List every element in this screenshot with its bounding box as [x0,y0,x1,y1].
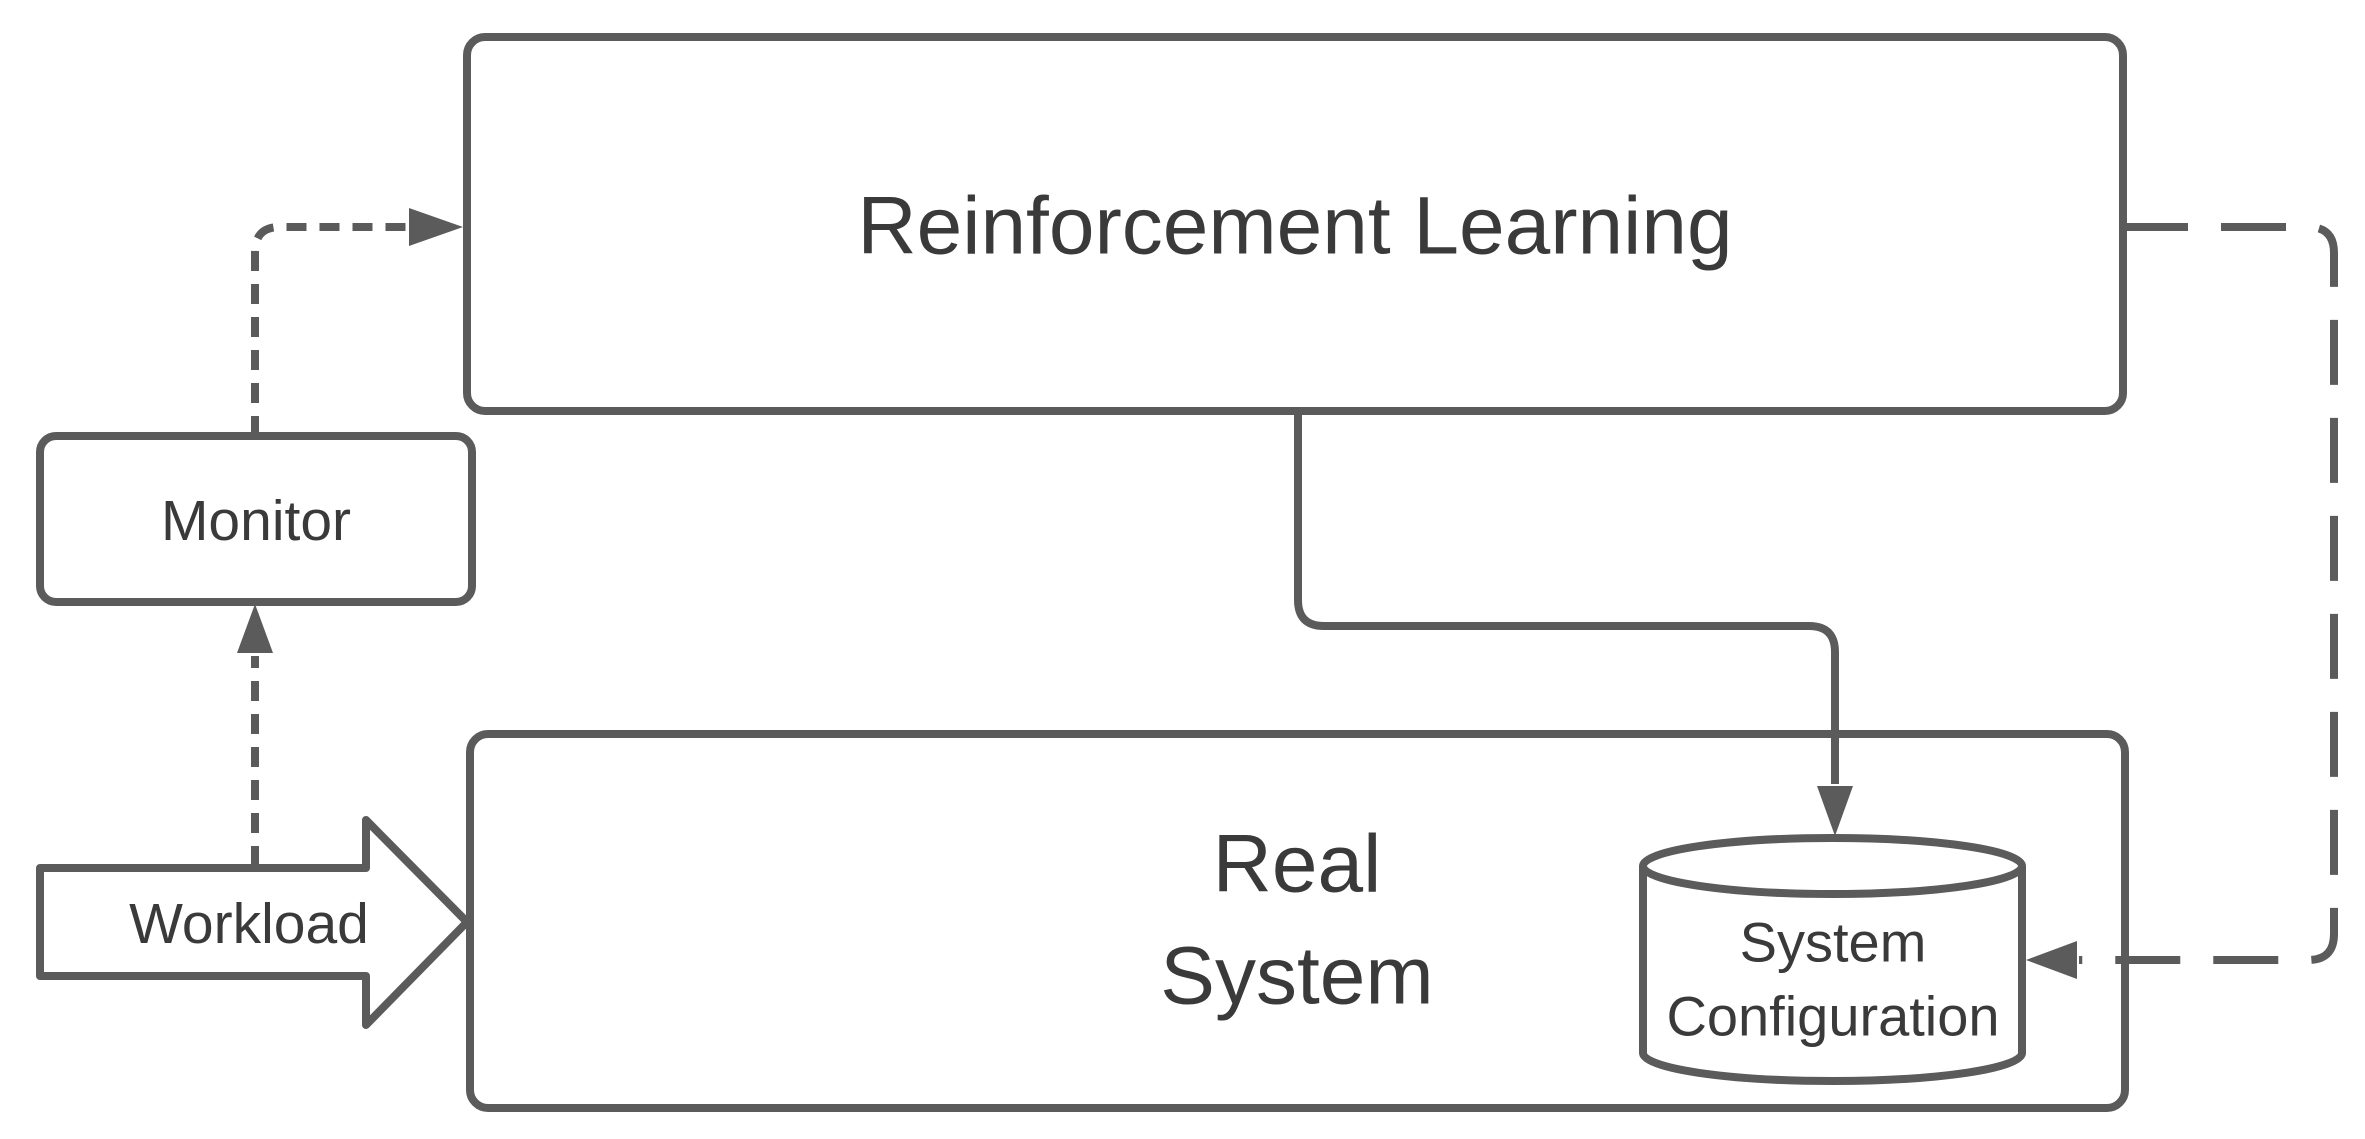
monitor-label: Monitor [161,489,351,553]
arrowhead-up-into-monitor [237,604,273,653]
edge-rl-to-sysconfig-dashed [2079,223,2338,964]
system-configuration-cylinder-body [1639,866,2026,1085]
reinforcement-learning-label: Reinforcement Learning [857,181,1732,272]
arrowhead-right-into-rl [409,208,463,246]
edge-rl-to-sysconfig-solid [1294,411,1839,784]
system-configuration-label-line1: System [1740,911,1927,974]
arrowhead-down-into-cylinder [1817,786,1853,836]
edge-monitor-to-rl [251,223,406,436]
system-configuration-cylinder-top [1639,834,2026,898]
workload-label: Workload [129,892,369,956]
real-system-label-line1: Real [1213,819,1382,910]
system-configuration-label-line2: Configuration [1666,985,1999,1048]
real-system-label-line2: System [1160,931,1433,1022]
arrowhead-left-into-cylinder [2026,941,2077,979]
workload-arrow-shape [36,816,471,1029]
